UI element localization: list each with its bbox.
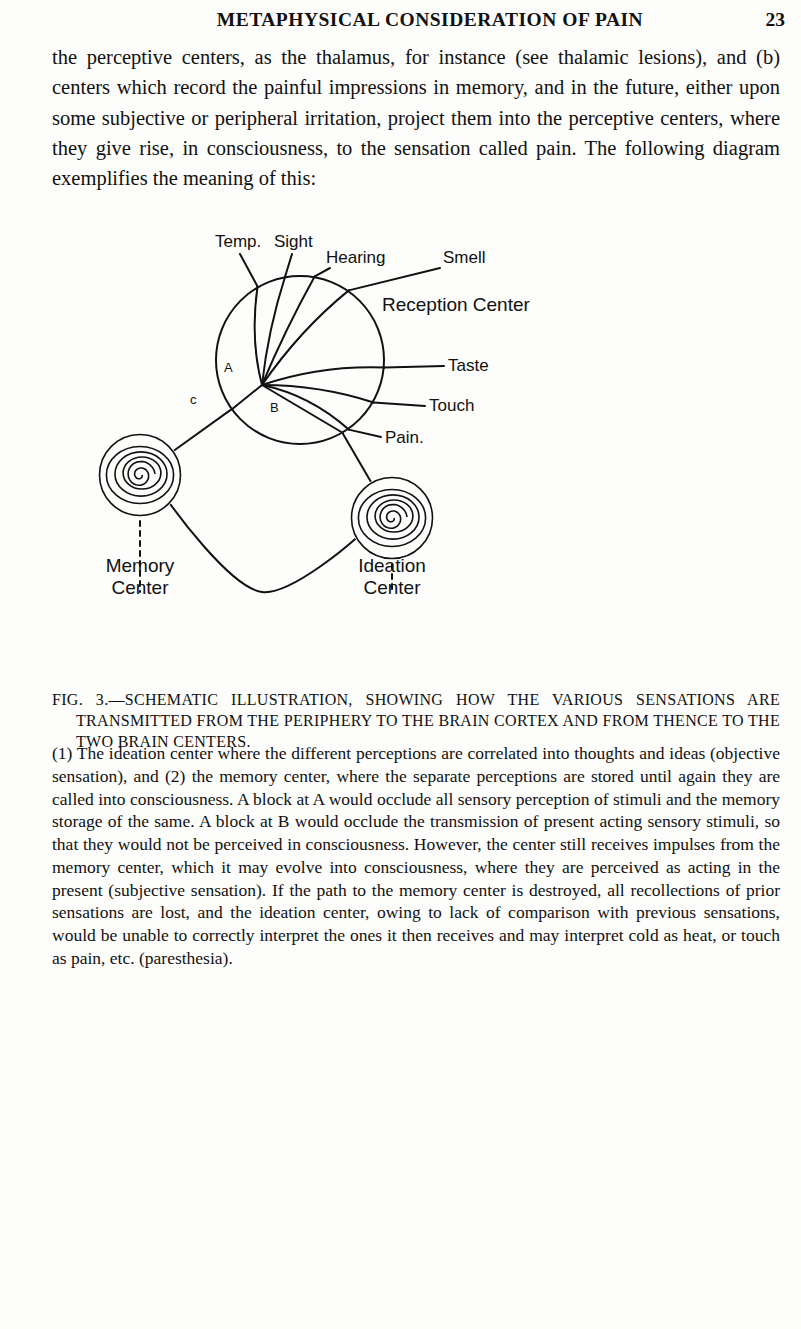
icon-ring [123, 457, 161, 489]
sense-line [285, 254, 292, 276]
icon-ring [375, 500, 413, 532]
icon-spiral [128, 462, 155, 486]
icon-spiral [380, 505, 407, 529]
running-head: METAPHYSICAL CONSIDERATION OF PAIN [150, 8, 710, 31]
figure-explanation: (1) The ideation center where the differ… [52, 742, 780, 970]
sense-label: Taste [448, 356, 489, 376]
icon-ring [367, 495, 419, 539]
sense-line [240, 254, 258, 286]
icon-ring [358, 489, 425, 546]
sense-line [349, 268, 440, 290]
center-label: Memory Center [90, 555, 190, 599]
icon-ring [106, 446, 173, 503]
memory-center: Memory Center [98, 433, 182, 517]
icon-outline [100, 435, 181, 516]
sense-label: Pain. [385, 428, 424, 448]
sense-line [315, 268, 330, 276]
sense-label: Smell [443, 248, 486, 268]
body-text: the perceptive centers, as the thalamus,… [52, 42, 780, 194]
center-label: Ideation Center [342, 555, 442, 599]
reception-center: Reception Center [215, 275, 385, 445]
nerve-pathway [343, 433, 371, 481]
pathway [262, 385, 374, 403]
sense-line [385, 366, 444, 367]
icon-outline [352, 478, 433, 559]
center-label: Reception Center [382, 294, 552, 316]
block-letter: B [270, 400, 279, 416]
icon-ring [115, 452, 167, 496]
sense-label: Hearing [326, 248, 386, 268]
brain-icon [350, 476, 434, 560]
figure-caption: FIG. 3.—SCHEMATIC ILLUSTRATION, SHOWING … [52, 690, 780, 752]
pathway [231, 385, 262, 410]
sense-label: Touch [429, 396, 474, 416]
sense-line [349, 430, 381, 437]
pathway [255, 286, 262, 385]
brain-icon [98, 433, 182, 517]
nerve-pathway [170, 504, 355, 592]
page-number: 23 [745, 8, 785, 31]
sense-label: Temp. [215, 232, 261, 252]
pathway [262, 290, 349, 385]
block-letter: A [224, 360, 233, 376]
sense-label: Sight [274, 232, 313, 252]
sense-line [374, 403, 425, 407]
pathway [262, 367, 385, 385]
pathway [262, 385, 343, 433]
ideation-center: Ideation Center [350, 476, 434, 560]
nerve-pathway [174, 410, 231, 451]
block-letter: c [190, 392, 197, 408]
